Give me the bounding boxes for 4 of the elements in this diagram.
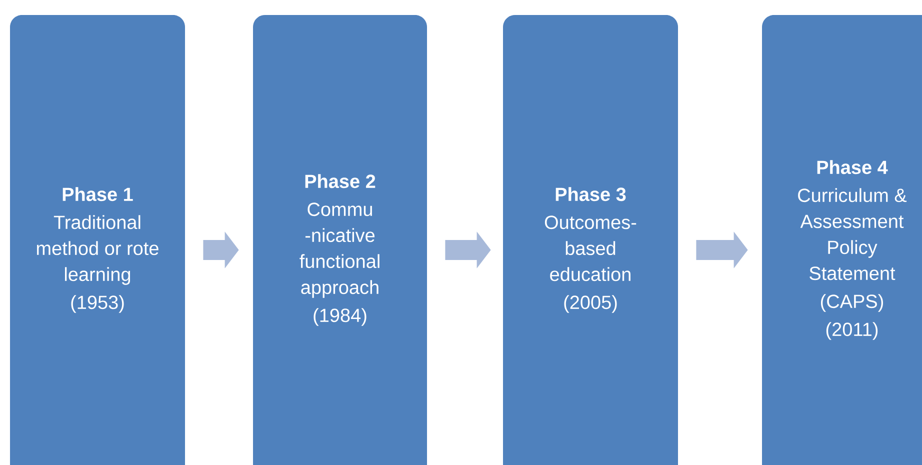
phase-box: Phase 1 Traditional method or rote learning (1953) (10, 15, 185, 465)
phase-box: Phase 2 Commu -nicative functional approach (1984) (253, 15, 427, 465)
phase-box: Phase 3 Outcomes-based education (2005) (503, 15, 678, 465)
phase-box: Phase 4 Curriculum & Assessment Policy Statement (CAPS) (2011) (762, 15, 922, 465)
